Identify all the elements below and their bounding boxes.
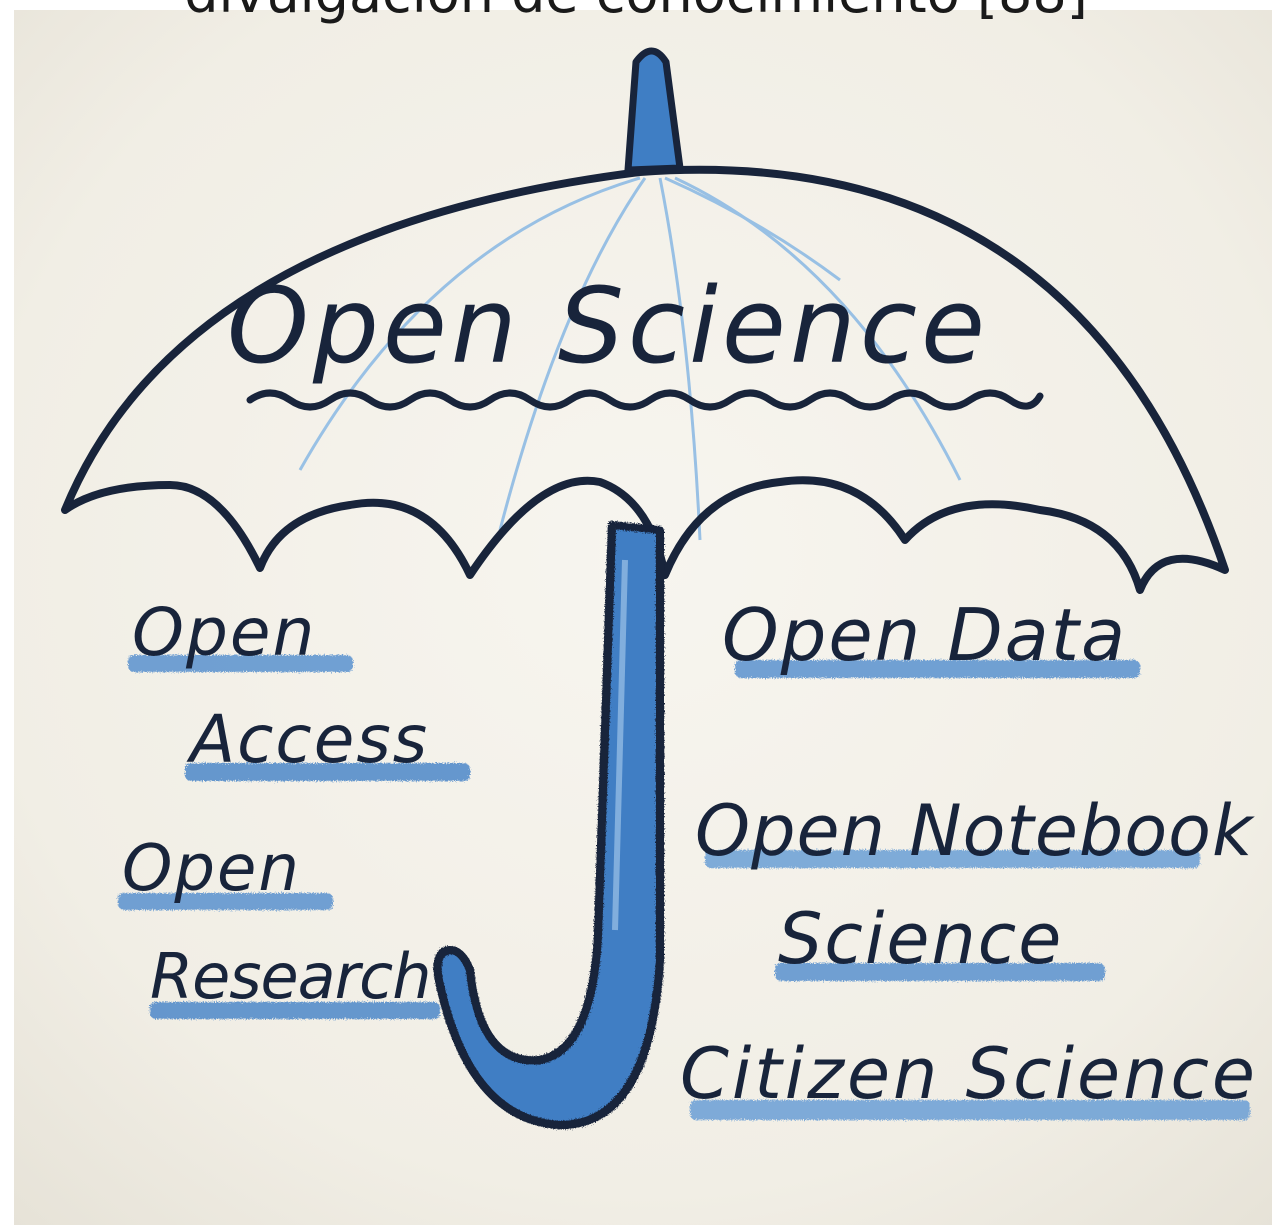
term-open-access-line1: Open xyxy=(132,594,316,671)
figure-caption: divulgación de conocimiento [88] xyxy=(0,0,1272,26)
crayon-underlines xyxy=(118,655,1250,1120)
term-open-research-line2: Research xyxy=(150,940,431,1013)
umbrella-ribs xyxy=(298,176,962,541)
term-citizen-science: Citizen Science xyxy=(680,1033,1258,1115)
term-open-notebook-science-line2: Science xyxy=(778,898,1063,980)
umbrella-title: Open Science xyxy=(227,265,989,387)
term-open-research-line1: Open xyxy=(122,832,301,906)
term-open-data: Open Data xyxy=(722,593,1127,677)
umbrella-tip xyxy=(624,47,684,174)
umbrella-canopy xyxy=(61,165,1229,594)
title-wavy-underline xyxy=(246,389,1044,411)
term-open-notebook-science-line1: Open Notebook xyxy=(695,790,1255,872)
term-open-access-line2: Access xyxy=(186,701,429,778)
umbrella-handle xyxy=(433,521,664,1129)
